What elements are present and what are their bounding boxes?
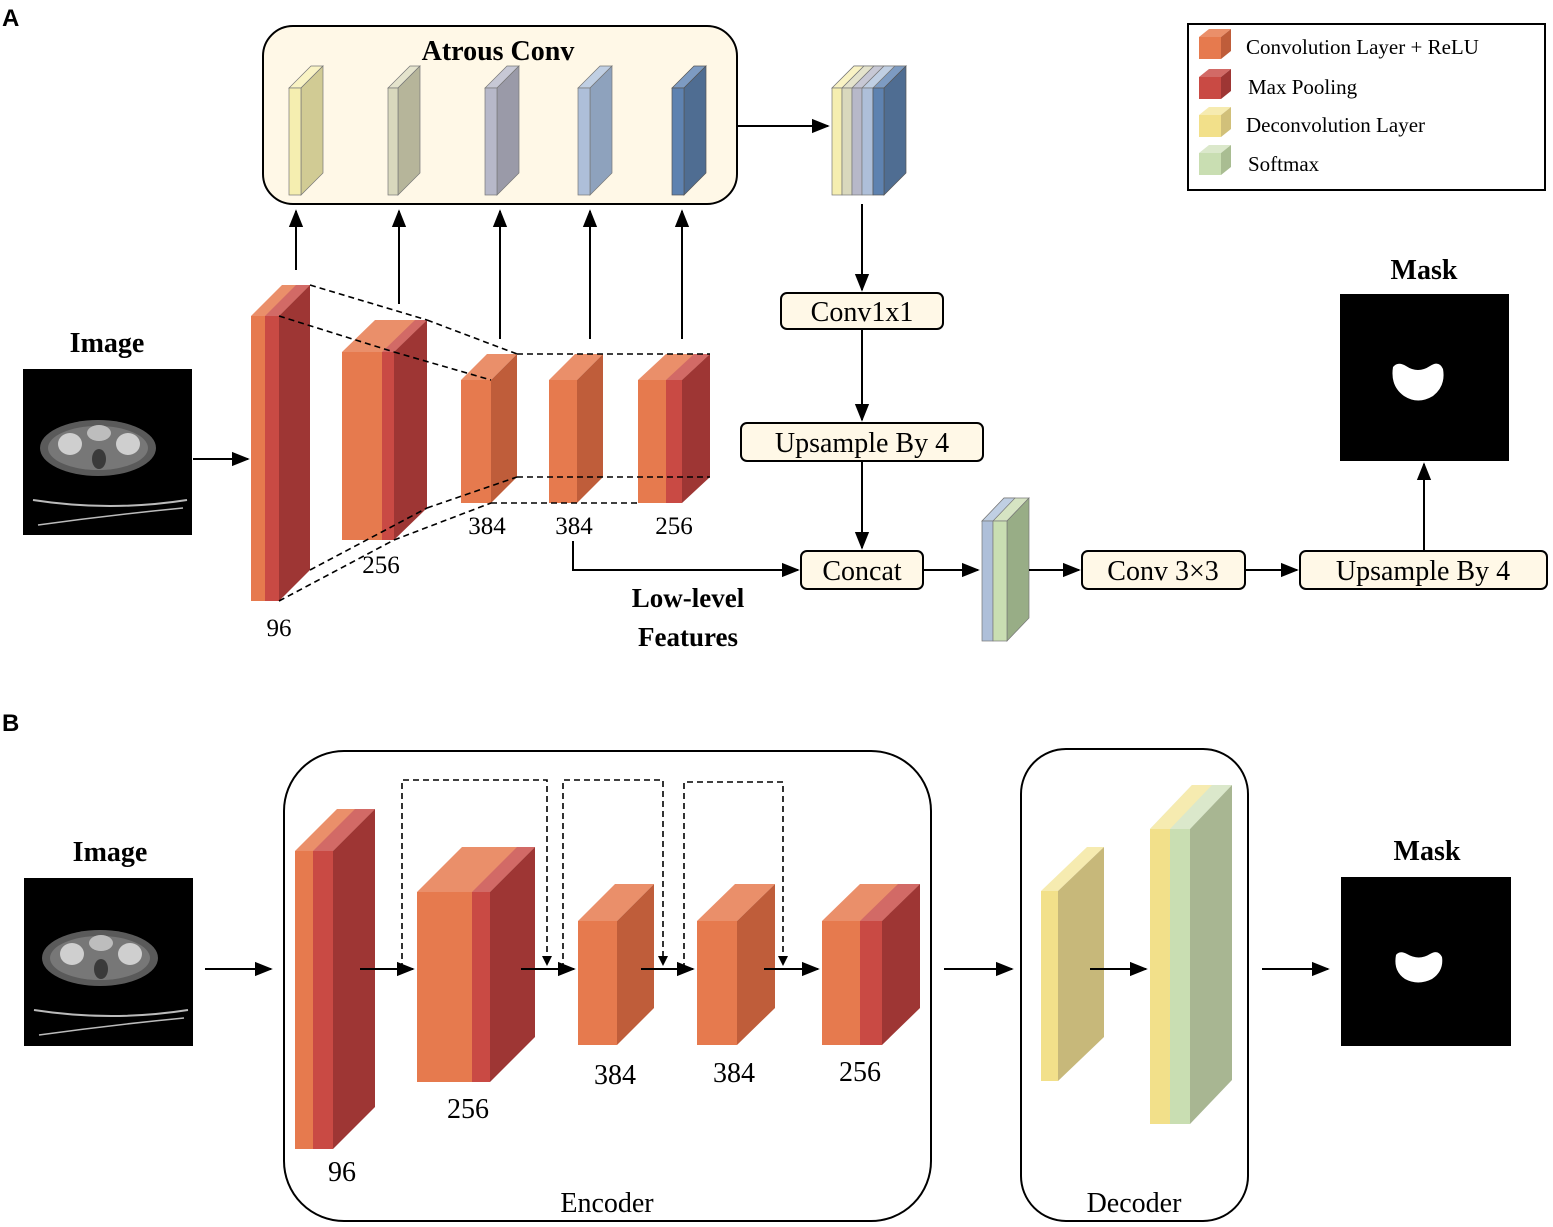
legend-swatch-pool: [1199, 69, 1231, 99]
concat-output-stack: [981, 497, 1030, 642]
panel-a-channel-384-1: 384: [468, 513, 506, 540]
atrous-layer-4: [577, 65, 613, 196]
panel-b-image-label: Image: [73, 837, 148, 868]
panel-a-channel-256: 256: [362, 552, 400, 579]
panel-a-block-256: [342, 320, 427, 540]
atrous-layer-1: [288, 65, 324, 196]
panel-a-block-256-2: [638, 354, 710, 503]
panel-b-output-mask: [1341, 877, 1511, 1046]
panel-b-block-96: [295, 809, 375, 1149]
upsample1-label: Upsample By 4: [775, 428, 949, 459]
panel-a-input-image: [23, 369, 192, 535]
low-level-label-2: Features: [638, 622, 738, 652]
panel-b-label: B: [2, 710, 19, 737]
arrows-to-atrous: [288, 209, 690, 339]
panel-b-block-384-1: [578, 884, 654, 1045]
legend-label-softmax: Softmax: [1248, 152, 1320, 176]
legend-swatch-deconv: [1199, 107, 1231, 137]
panel-b-input-image: [24, 878, 193, 1046]
atrous-conv-title: Atrous Conv: [422, 36, 575, 67]
panel-b-mask-label: Mask: [1394, 836, 1461, 867]
legend: Convolution Layer + ReLU Max Pooling Dec…: [1187, 23, 1546, 191]
legend-swatch-conv: [1199, 29, 1231, 59]
panel-a-channel-384-2: 384: [555, 513, 593, 540]
panel-a-block-384-2: [549, 354, 603, 503]
legend-swatch-softmax: [1199, 145, 1231, 175]
atrous-layer-2: [387, 65, 421, 196]
panel-a-image-label: Image: [70, 328, 145, 359]
upsample2-label: Upsample By 4: [1336, 556, 1510, 587]
skip-connections: [401, 779, 788, 969]
panel-a-label: A: [2, 5, 19, 32]
panel-b-block-256: [417, 847, 535, 1082]
panel-b-block-256-2: [822, 884, 920, 1045]
panel-b-block-384-2: [697, 884, 775, 1045]
decoder-box: [1020, 748, 1249, 1222]
panel-a-channel-96: 96: [267, 615, 292, 642]
atrous-concat-stack: [831, 65, 907, 196]
panel-a-channel-256-2: 256: [655, 513, 693, 540]
atrous-layer-5: [671, 65, 707, 196]
panel-a-block-384-1: [461, 354, 517, 503]
concat-label: Concat: [822, 556, 902, 587]
panel-b-channel-384-2: 384: [713, 1058, 755, 1089]
panel-b-channel-256-2: 256: [839, 1057, 881, 1088]
low-level-label-1: Low-level: [632, 583, 745, 613]
panel-b-channel-96: 96: [328, 1157, 356, 1188]
decoder-label: Decoder: [1087, 1188, 1183, 1219]
conv1x1-label: Conv1x1: [811, 297, 914, 328]
atrous-layer-3: [484, 65, 520, 196]
panel-b-channel-256: 256: [447, 1094, 489, 1125]
panel-a-mask-label: Mask: [1391, 255, 1458, 286]
arrow-low-level-to-concat: [572, 541, 800, 578]
panel-b-channel-384-1: 384: [594, 1060, 636, 1091]
decoder-deconv-layer: [1041, 847, 1104, 1081]
decoder-output-stack: [1150, 785, 1232, 1124]
legend-label-pool: Max Pooling: [1248, 75, 1358, 99]
legend-label-deconv: Deconvolution Layer: [1246, 113, 1425, 137]
encoder-box: [283, 750, 932, 1222]
encoder-label: Encoder: [560, 1188, 654, 1219]
conv3x3-label: Conv 3×3: [1107, 556, 1218, 587]
legend-label-conv: Convolution Layer + ReLU: [1246, 35, 1479, 59]
panel-a-dashed-connectors: [278, 284, 710, 602]
panel-a-output-mask: [1340, 294, 1509, 461]
panel-a-block-96: [251, 285, 310, 601]
